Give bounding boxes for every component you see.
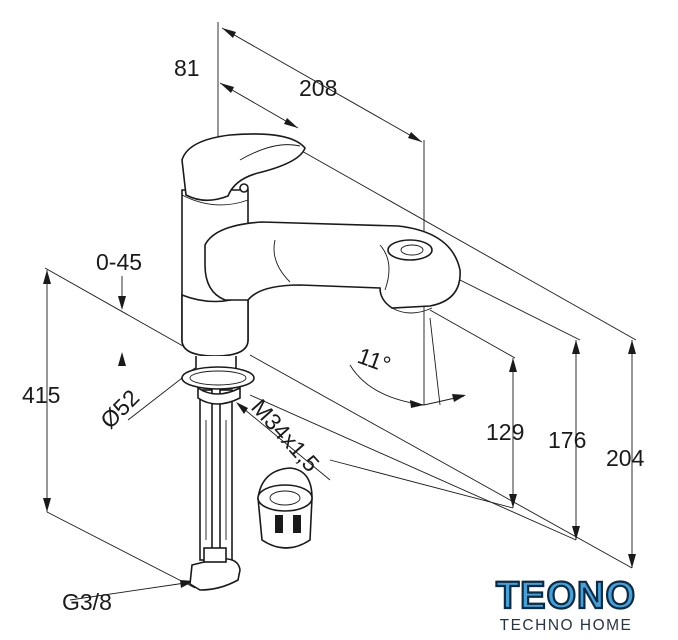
dim-204: 204: [606, 445, 645, 471]
logo-brand: TEONO: [496, 575, 636, 617]
supply-hoses: [189, 386, 241, 591]
faucet-body: [181, 133, 461, 390]
dim-208: 208: [299, 75, 337, 101]
dim-129: 129: [486, 419, 524, 445]
dim-0-45: 0-45: [96, 249, 142, 275]
dim-g3-8-thread: G3/8: [62, 589, 112, 615]
dimension-labels: 81 208 0-45 415 Ø52 11° 129 176 204 M34x…: [22, 55, 645, 615]
logo-tagline: TECHNO HOME: [500, 617, 633, 634]
dim-415: 415: [22, 382, 60, 408]
dim-diameter-52: Ø52: [95, 384, 144, 433]
dim-m34-thread: M34x1,5: [246, 394, 324, 477]
dimension-lines: [43, 22, 637, 601]
dim-angle-11: 11°: [354, 342, 394, 378]
dim-81: 81: [174, 55, 200, 81]
dim-176: 176: [548, 427, 586, 453]
teono-logo: TEONO TECHNO HOME: [495, 574, 636, 634]
clamp-ring: [257, 467, 313, 549]
